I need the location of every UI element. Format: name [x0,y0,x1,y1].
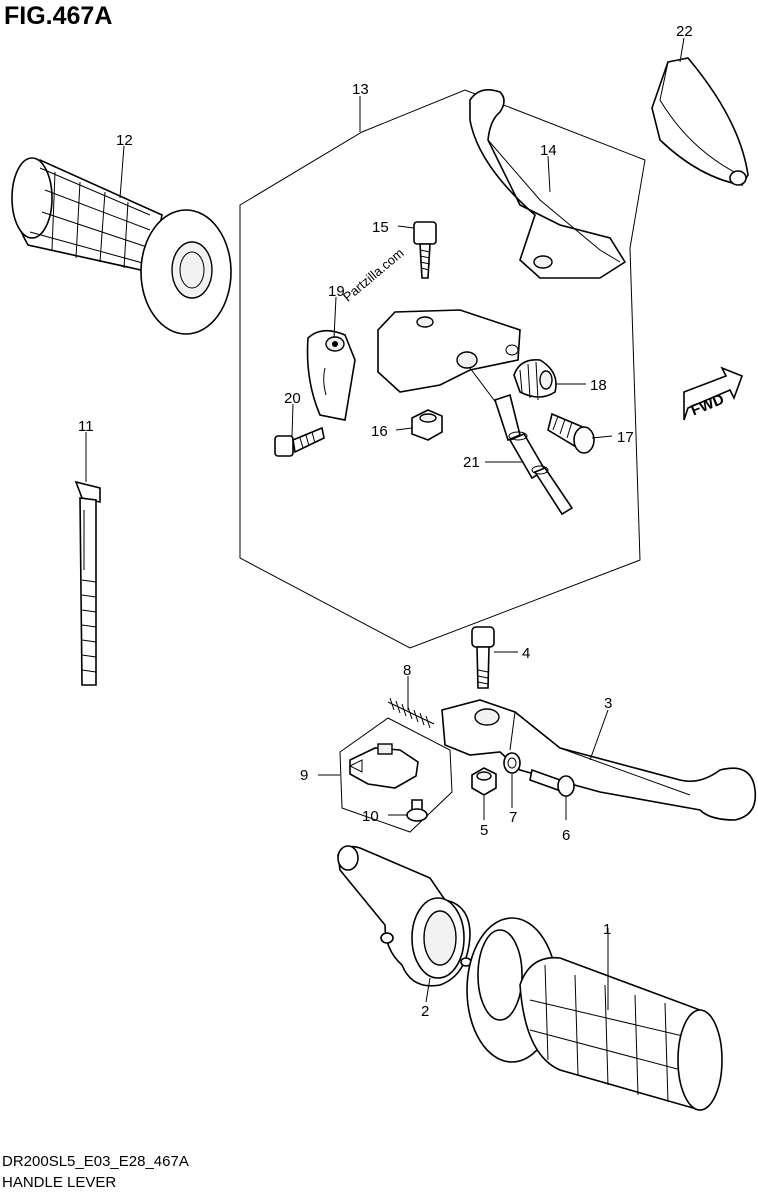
left-grip [11,157,232,335]
callout-22: 22 [676,23,693,40]
upper-clamp [306,329,356,421]
callout-4: 4 [522,645,530,662]
fwd-arrow: FWD [683,366,744,421]
callout-9: 9 [300,767,308,784]
callout-16: 16 [371,423,388,440]
callout-7: 7 [509,809,517,826]
figure-title: FIG.467A [4,2,113,30]
lever-nut [471,767,497,796]
upper-bolt [413,221,437,279]
cable-adjuster [513,358,557,401]
lower-lever [441,699,757,821]
upper-nut [411,409,443,441]
callout-1: 1 [603,921,611,938]
lever-washer [503,752,521,774]
upper-holder [377,309,521,393]
lever-cover [651,57,749,186]
lever-cable [469,367,574,516]
callouts: 1 2 3 4 5 6 7 8 9 10 11 12 13 14 15 16 1… [78,23,693,1020]
callout-3: 3 [604,695,612,712]
adjust-screw [529,768,575,797]
figure-code: DR200SL5_E03_E28_467A [2,1153,189,1170]
upper-lever [469,89,627,279]
callout-21: 21 [463,454,480,471]
callout-6: 6 [562,827,570,844]
callout-19: 19 [328,283,345,300]
cable-tie [74,480,101,686]
throttle-housing [337,845,472,987]
leader-lines [85,37,685,1010]
switch-frame [339,717,453,833]
callout-10: 10 [362,808,379,825]
lever-pivot-bolt [471,626,495,689]
callout-2: 2 [421,1003,429,1020]
throttle-grip [466,917,723,1112]
callout-20: 20 [284,390,301,407]
callout-14: 14 [540,142,557,159]
callout-13: 13 [352,81,369,98]
switch-spring [387,697,435,729]
clamp-bolt [274,426,325,457]
callout-18: 18 [590,377,607,394]
callout-8: 8 [403,662,411,679]
callout-17: 17 [617,429,634,446]
assembly-frame [239,89,646,649]
callout-15: 15 [372,219,389,236]
adjuster-bolt [547,412,595,454]
figure-name: HANDLE LEVER [2,1174,117,1191]
switch-screw [406,799,428,822]
callout-12: 12 [116,132,133,149]
callout-11: 11 [78,418,94,435]
callout-5: 5 [480,822,488,839]
